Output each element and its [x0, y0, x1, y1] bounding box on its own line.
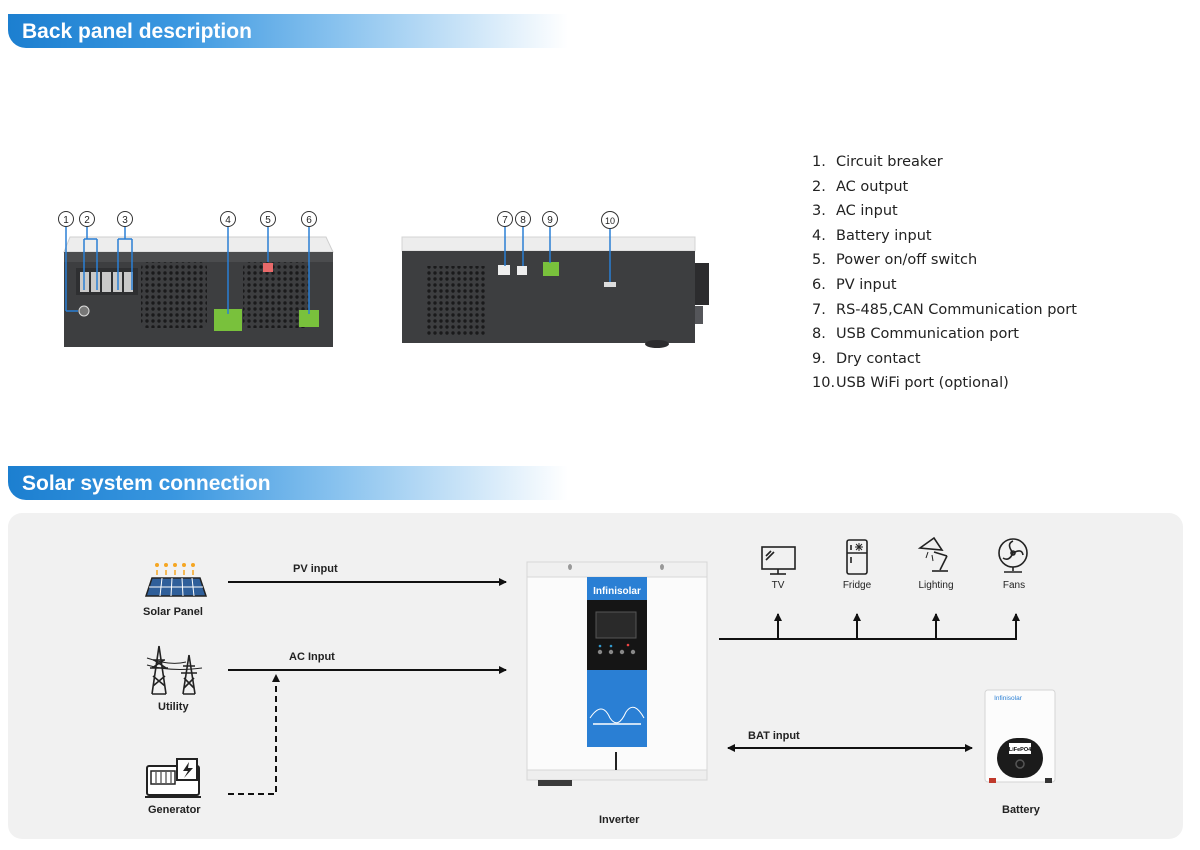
utility-label: Utility [158, 701, 189, 713]
legend-item: 2.AC output [812, 178, 909, 195]
back-panel-title: Back panel description [22, 20, 252, 43]
fan-vent-right [243, 262, 309, 328]
tv-icon [761, 546, 796, 575]
back-panel-legend: 1.Circuit breaker 2.AC output 3.AC input… [812, 150, 1077, 396]
solar-panel-label: Solar Panel [143, 606, 203, 618]
callout-numbers: 1 2 3 4 5 6 7 8 9 10 [63, 215, 615, 226]
fan-icon [998, 538, 1028, 573]
legend-item: 3.AC input [812, 203, 898, 220]
legend-item: 6.PV input [812, 276, 897, 293]
legend-item: 10.USB WiFi port (optional) [812, 375, 1009, 392]
generator-icon [145, 758, 201, 798]
callout-number: 10 [605, 216, 615, 226]
inverter-side-view [401, 236, 709, 348]
battery-terminal [214, 309, 242, 331]
callout-number: 8 [520, 215, 526, 226]
load-bus [719, 613, 1020, 640]
load-label-tv: TV [771, 580, 785, 591]
solar-panel-icon [144, 563, 208, 597]
callout-number: 1 [63, 215, 69, 226]
usb-port [517, 266, 527, 275]
legend-item: 5.Power on/off switch [812, 252, 978, 269]
side-vent [425, 266, 485, 336]
rs485-port [498, 265, 510, 275]
circuit-breaker-icon [78, 305, 90, 317]
ac-terminal [102, 272, 111, 292]
callout-number: 4 [225, 215, 231, 226]
callout-number: 9 [547, 215, 553, 226]
load-label-lighting: Lighting [918, 580, 954, 591]
inverter-bottom-view [63, 236, 334, 347]
legend-item: 4.Battery input [812, 227, 932, 244]
load-label-fridge: Fridge [842, 580, 872, 591]
callout-circles [58, 211, 619, 229]
legend-item: 9.Dry contact [812, 350, 921, 367]
battery-label: Battery [1002, 804, 1040, 816]
inverter-brand: Infinisolar [593, 586, 641, 597]
callout-number: 3 [122, 215, 128, 226]
utility-tower-icon [146, 645, 203, 695]
solar-connection-title: Solar system connection [22, 472, 271, 495]
ac-terminal [124, 272, 133, 292]
fridge-icon [846, 539, 868, 575]
battery-brand: Infinisolar [994, 695, 1023, 702]
callout-number: 2 [84, 215, 90, 226]
battery-badge: LiFePO4 [1009, 747, 1032, 753]
fan-vent-left [141, 262, 207, 328]
load-label-fans: Fans [1002, 580, 1026, 591]
dry-contact-terminal [543, 262, 559, 276]
legend-item: 7.RS-485,CAN Communication port [812, 301, 1077, 318]
inverter-label: Inverter [599, 814, 640, 826]
power-switch-icon [263, 263, 273, 272]
generator-dashed-arrow [228, 674, 280, 795]
battery-illustration: Infinisolar LiFePO4 [984, 689, 1056, 783]
lighting-icon [917, 536, 948, 572]
ac-terminal [91, 272, 100, 292]
back-panel-banner: Back panel description [8, 14, 568, 48]
callout-number: 6 [306, 215, 312, 226]
pv-input-label: PV input [293, 563, 338, 575]
legend-item: 8.USB Communication port [812, 326, 1019, 343]
generator-label: Generator [148, 804, 201, 816]
ac-input-label: AC Input [289, 651, 335, 663]
callout-lines [65, 226, 611, 314]
solar-connection-banner: Solar system connection [8, 466, 568, 500]
callout-number: 7 [502, 215, 508, 226]
legend-item: 1.Circuit breaker [812, 154, 943, 170]
inverter-illustration: Infinisolar [526, 561, 708, 786]
pv-terminal [299, 310, 319, 327]
bat-input-label: BAT input [748, 730, 800, 742]
wifi-usb-port [604, 282, 616, 287]
callout-number: 5 [265, 215, 271, 226]
